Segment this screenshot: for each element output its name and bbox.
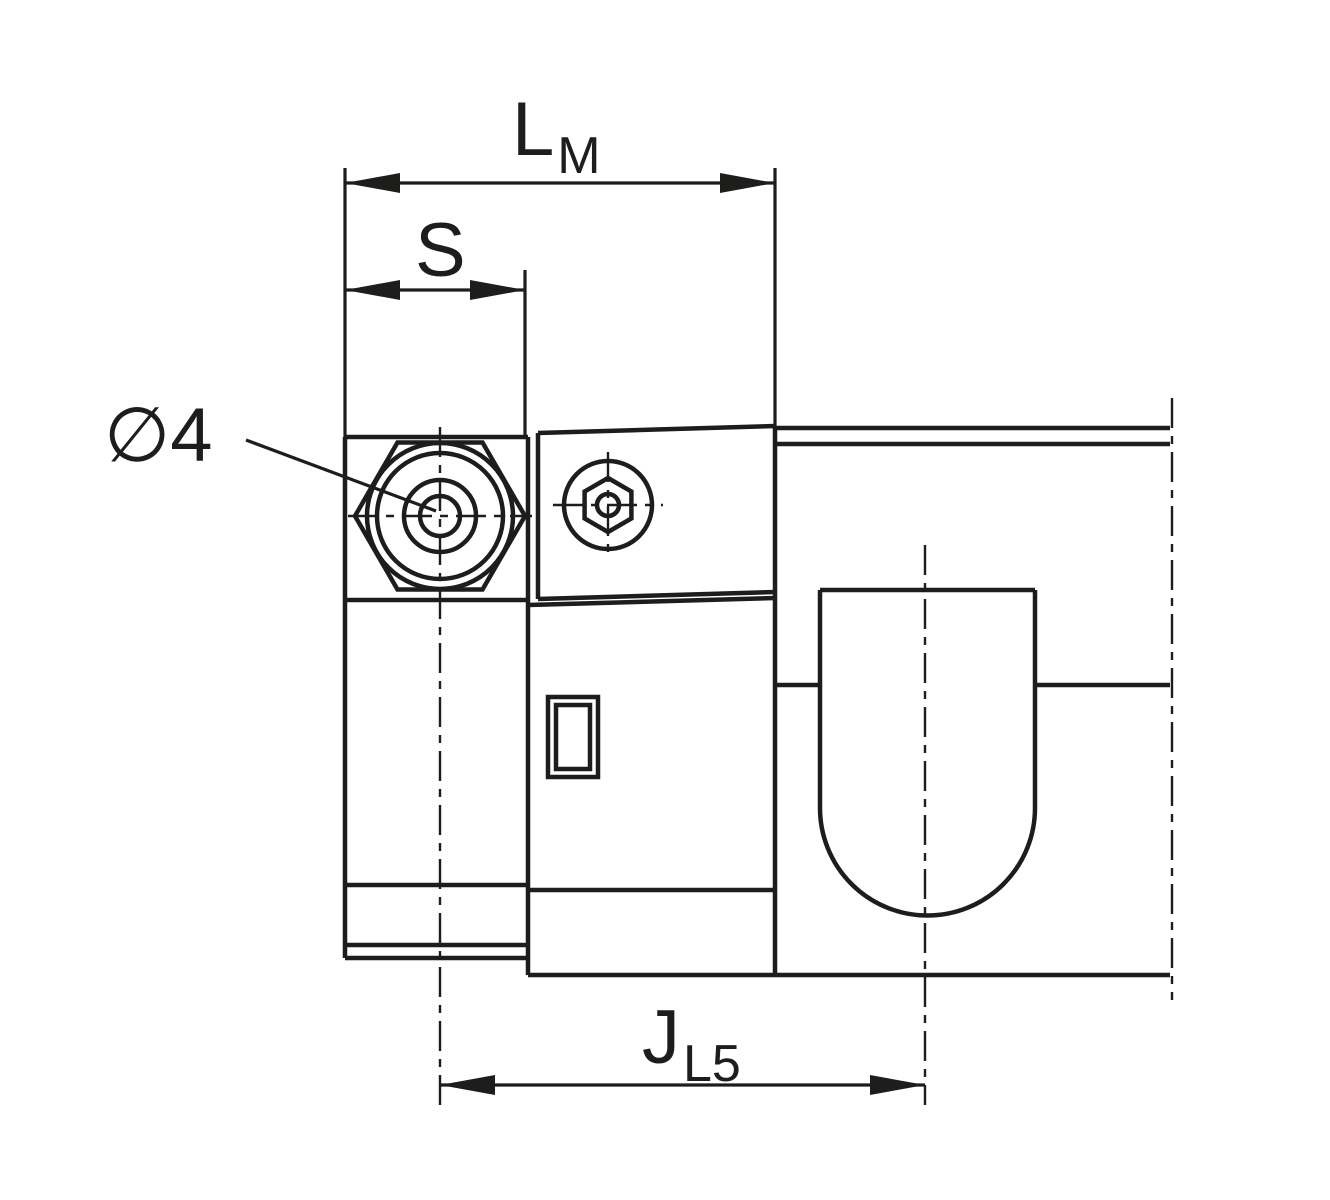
arrow-jl5-left: [440, 1075, 495, 1095]
dim-jl5-symbol: J: [642, 995, 680, 1080]
dim-s-symbol: S: [415, 208, 466, 293]
window-slot-outer: [545, 694, 601, 780]
u-slot-bottom-arc: [817, 807, 1038, 918]
arrow-s-left: [345, 280, 400, 300]
dim-dia-text: ∅4: [104, 393, 213, 478]
middle-block-top-edge: [527, 595, 776, 608]
dim-lm-subscript: M: [557, 127, 601, 185]
dimension-label-diameter: ∅4: [104, 398, 212, 474]
dimension-arrowheads: [345, 173, 925, 1095]
centerlines: [348, 398, 1174, 1105]
dia-leader-line: [245, 438, 437, 513]
dimension-lines: [245, 168, 925, 1087]
arrow-jl5-right: [870, 1075, 925, 1095]
dimension-label-jl5: JL5: [642, 1000, 741, 1091]
dimension-label-lm: LM: [512, 92, 601, 183]
dim-jl5-subscript: L5: [683, 1035, 741, 1093]
dimension-label-s: S: [415, 213, 466, 289]
screw-block-top-edge: [537, 423, 776, 436]
arrow-s-right: [470, 280, 525, 300]
part-outline: [342, 423, 1170, 978]
arrow-lm-right: [720, 173, 775, 193]
arrow-lm-left: [345, 173, 400, 193]
screw-block-bottom-edge: [537, 589, 776, 602]
dim-lm-symbol: L: [512, 87, 555, 172]
window-slot-inner: [553, 702, 593, 772]
